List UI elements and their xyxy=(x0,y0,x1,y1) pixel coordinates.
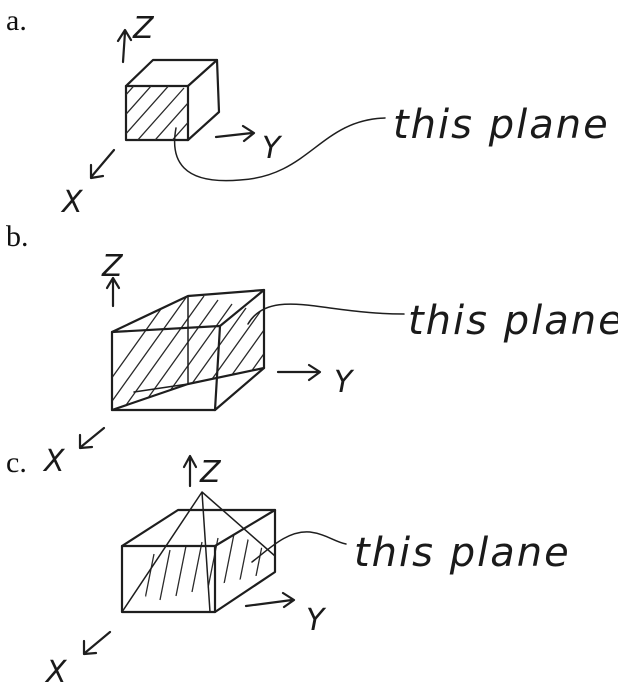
x-axis-a: X xyxy=(60,148,116,220)
panel-c: c. X Z Y X this plane xyxy=(6,444,571,683)
y-axis-a: Y xyxy=(214,124,283,166)
z-axis-a: Z xyxy=(116,11,155,64)
x-axis-label-c: X xyxy=(44,655,68,683)
cube-a xyxy=(124,58,221,142)
z-axis-c: Z xyxy=(182,454,222,490)
leader-line-c xyxy=(251,531,347,563)
part-a-label: a. xyxy=(6,4,27,37)
annotation-c: this plane xyxy=(354,530,571,576)
y-axis-label-b: Y xyxy=(334,365,355,400)
z-axis-label-c: Z xyxy=(199,455,222,490)
part-b-label: b. xyxy=(6,220,29,253)
leader-line-b xyxy=(247,303,405,325)
z-axis-label-a: Z xyxy=(132,11,155,46)
annotation-b: this plane xyxy=(408,298,618,344)
x-axis-label-b: X xyxy=(42,444,66,479)
x-axis-c: X xyxy=(44,630,112,683)
y-axis-label-c: Y xyxy=(306,603,327,638)
z-axis-label-b: Z xyxy=(101,249,124,284)
leader-line-a xyxy=(173,117,386,182)
hatch-c xyxy=(143,525,267,605)
x-axis-label-a: X xyxy=(60,185,84,220)
part-c-label: c. xyxy=(6,446,27,479)
box-b xyxy=(110,288,266,412)
z-axis-b: Z xyxy=(101,249,124,308)
y-axis-label-a: Y xyxy=(262,131,283,166)
annotation-a: this plane xyxy=(393,102,610,148)
panel-a: a. Z Y X this plane xyxy=(6,4,610,220)
y-axis-b: Y xyxy=(276,363,355,400)
panel-b: b. Z Y this plane xyxy=(6,220,618,450)
plane-hatch-a xyxy=(126,86,188,140)
box-c xyxy=(120,491,277,614)
x-axis-b xyxy=(78,426,106,450)
y-axis-c: Y xyxy=(244,591,327,638)
